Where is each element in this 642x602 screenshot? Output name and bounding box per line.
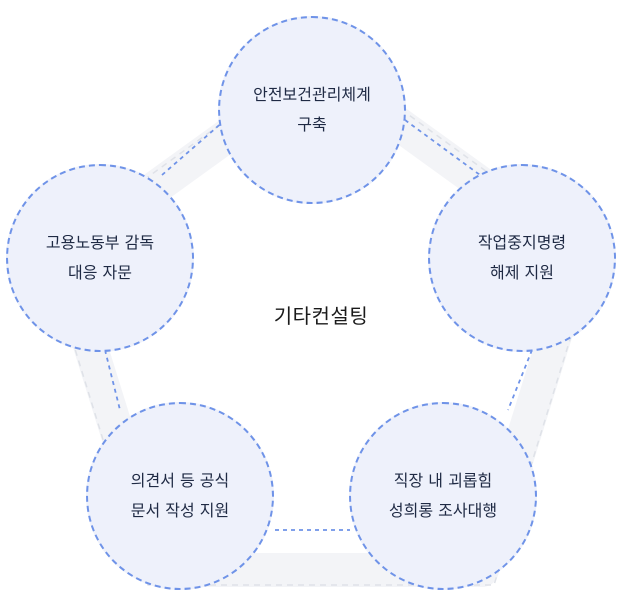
node-label-line1: 안전보건관리체계 bbox=[253, 85, 371, 104]
node-official-document: 의견서 등 공식 문서 작성 지원 bbox=[86, 402, 274, 590]
node-label-line2: 대응 자문 bbox=[68, 263, 132, 282]
connector-5-1 bbox=[161, 119, 226, 176]
node-label-line2: 해제 지원 bbox=[490, 263, 554, 282]
connector-2-3 bbox=[507, 349, 533, 411]
node-workplace-harassment: 직장 내 괴롭힘 성희롱 조사대행 bbox=[349, 402, 537, 590]
node-label-line1: 의견서 등 공식 bbox=[130, 471, 230, 490]
center-title: 기타컨설팅 bbox=[273, 304, 369, 328]
node-safety-health-system: 안전보건관리체계 구축 bbox=[218, 16, 406, 204]
node-labor-inspection: 고용노동부 감독 대응 자문 bbox=[6, 164, 194, 352]
node-label-line2: 구축 bbox=[297, 115, 327, 134]
connector-4-5 bbox=[104, 349, 121, 411]
node-work-stop-order: 작업중지명령 해제 지원 bbox=[428, 164, 616, 352]
node-label-line1: 직장 내 괴롭힘 bbox=[393, 471, 493, 490]
node-label-line2: 성희롱 조사대행 bbox=[388, 501, 498, 520]
node-label-line1: 작업중지명령 bbox=[477, 233, 567, 252]
node-label-line2: 문서 작성 지원 bbox=[130, 501, 230, 520]
node-label-line1: 고용노동부 감독 bbox=[45, 233, 155, 252]
